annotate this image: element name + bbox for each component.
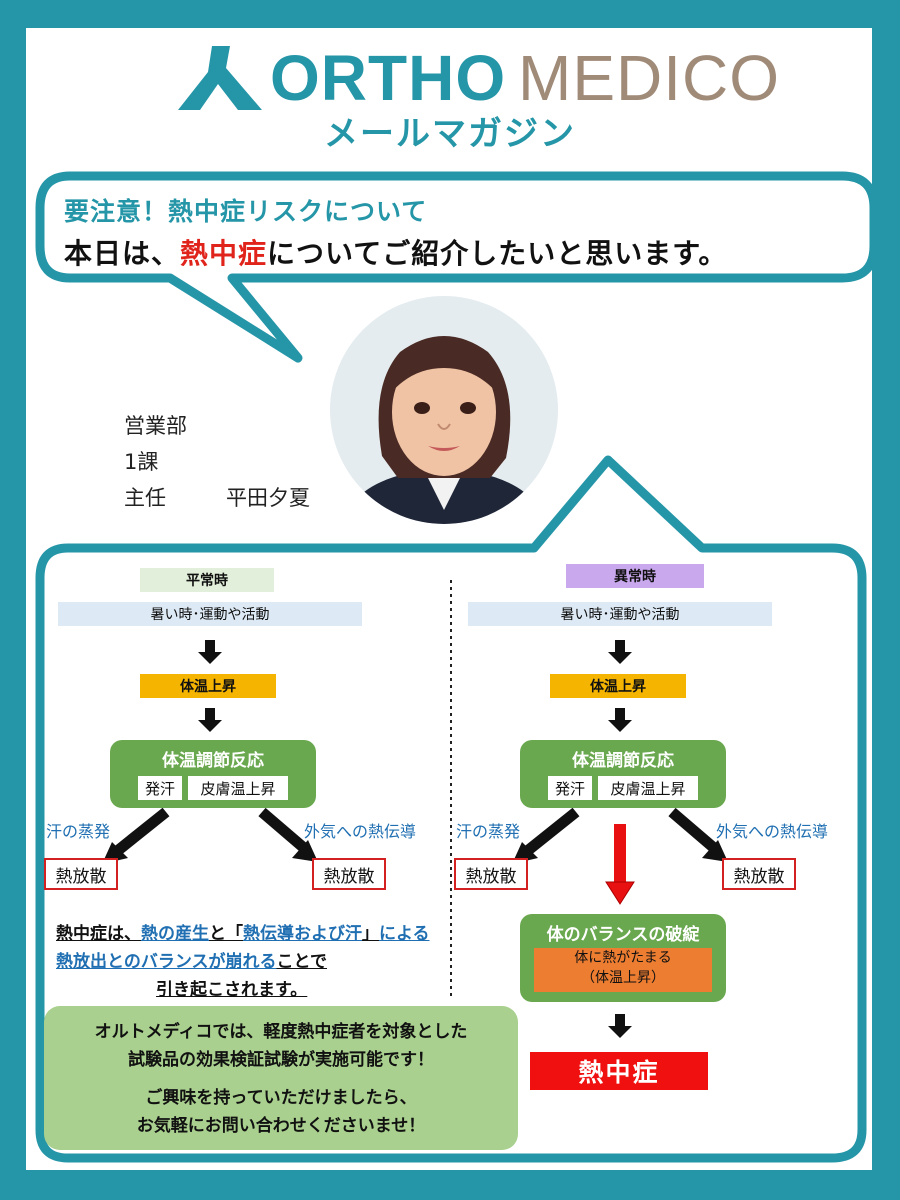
logo-ortho-text: ORTHO — [270, 42, 507, 114]
staff-name: 平田夕夏 — [226, 486, 310, 510]
left-temp-rise: 体温上昇 — [140, 674, 276, 698]
left-conduct-label: 外気への熱伝導 — [304, 822, 417, 841]
avatar — [330, 296, 558, 524]
right-breakdown-box: 体のバランスの破綻 体に熱がたまる （体温上昇） — [520, 914, 726, 1002]
right-release-2: 熱放散 — [722, 858, 796, 890]
cta-line2: 試験品の効果検証試験が実施可能です！ — [128, 1050, 434, 1070]
right-breakdown-title: 体のバランスの破綻 — [546, 925, 700, 945]
left-evap-label: 汗の蒸発 — [46, 822, 111, 841]
right-sweat: 発汗 — [548, 776, 592, 800]
magazine-title: メールマガジン — [324, 114, 576, 154]
left-activity: 暑い時･運動や活動 — [58, 602, 362, 626]
staff-section: 1課 — [124, 450, 159, 474]
right-conduct-label: 外気への熱伝導 — [716, 822, 829, 841]
right-regulation: 体温調節反応 発汗 皮膚温上昇 — [520, 740, 726, 808]
right-activity: 暑い時･運動や活動 — [468, 602, 772, 626]
staff-dept: 営業部 — [124, 414, 187, 438]
right-heat-accum: 体に熱がたまる （体温上昇） — [534, 948, 712, 992]
logo: ORTHO MEDICO — [178, 38, 780, 118]
cta-box: オルトメディコでは、軽度熱中症者を対象とした 試験品の効果検証試験が実施可能です… — [44, 1006, 518, 1150]
left-skin: 皮膚温上昇 — [188, 776, 288, 800]
cta-line1: オルトメディコでは、軽度熱中症者を対象とした — [94, 1022, 468, 1042]
right-evap-label: 汗の蒸発 — [456, 822, 521, 841]
cta-line4: お気軽にお問い合わせくださいませ！ — [136, 1116, 426, 1136]
left-sweat: 発汗 — [138, 776, 182, 800]
left-release-1: 熱放散 — [44, 858, 118, 890]
left-release-2: 熱放散 — [312, 858, 386, 890]
logo-figure-icon — [178, 46, 262, 110]
left-regulation-title: 体温調節反応 — [162, 751, 264, 771]
left-header-normal: 平常時 — [140, 568, 274, 592]
heatstroke-label: 熱中症 — [530, 1052, 708, 1090]
right-temp-rise: 体温上昇 — [550, 674, 686, 698]
left-regulation: 体温調節反応 発汗 皮膚温上昇 — [110, 740, 316, 808]
staff-title: 主任 — [124, 486, 166, 510]
right-skin: 皮膚温上昇 — [598, 776, 698, 800]
cta-line3: ご興味を持っていただけましたら、 — [145, 1088, 417, 1108]
bubble-intro: 本日は、熱中症についてご紹介したいと思います。 — [64, 237, 728, 270]
explanation-text: 熱中症は、熱の産生と「熱伝導および汗」による熱放出とのバランスが崩れることで 引… — [56, 924, 430, 1000]
right-regulation-title: 体温調節反応 — [572, 751, 674, 771]
right-release-1: 熱放散 — [454, 858, 528, 890]
bubble-headline: 要注意！熱中症リスクについて — [64, 197, 428, 226]
right-header-abnormal: 異常時 — [566, 564, 704, 588]
logo-medico-text: MEDICO — [518, 42, 780, 114]
